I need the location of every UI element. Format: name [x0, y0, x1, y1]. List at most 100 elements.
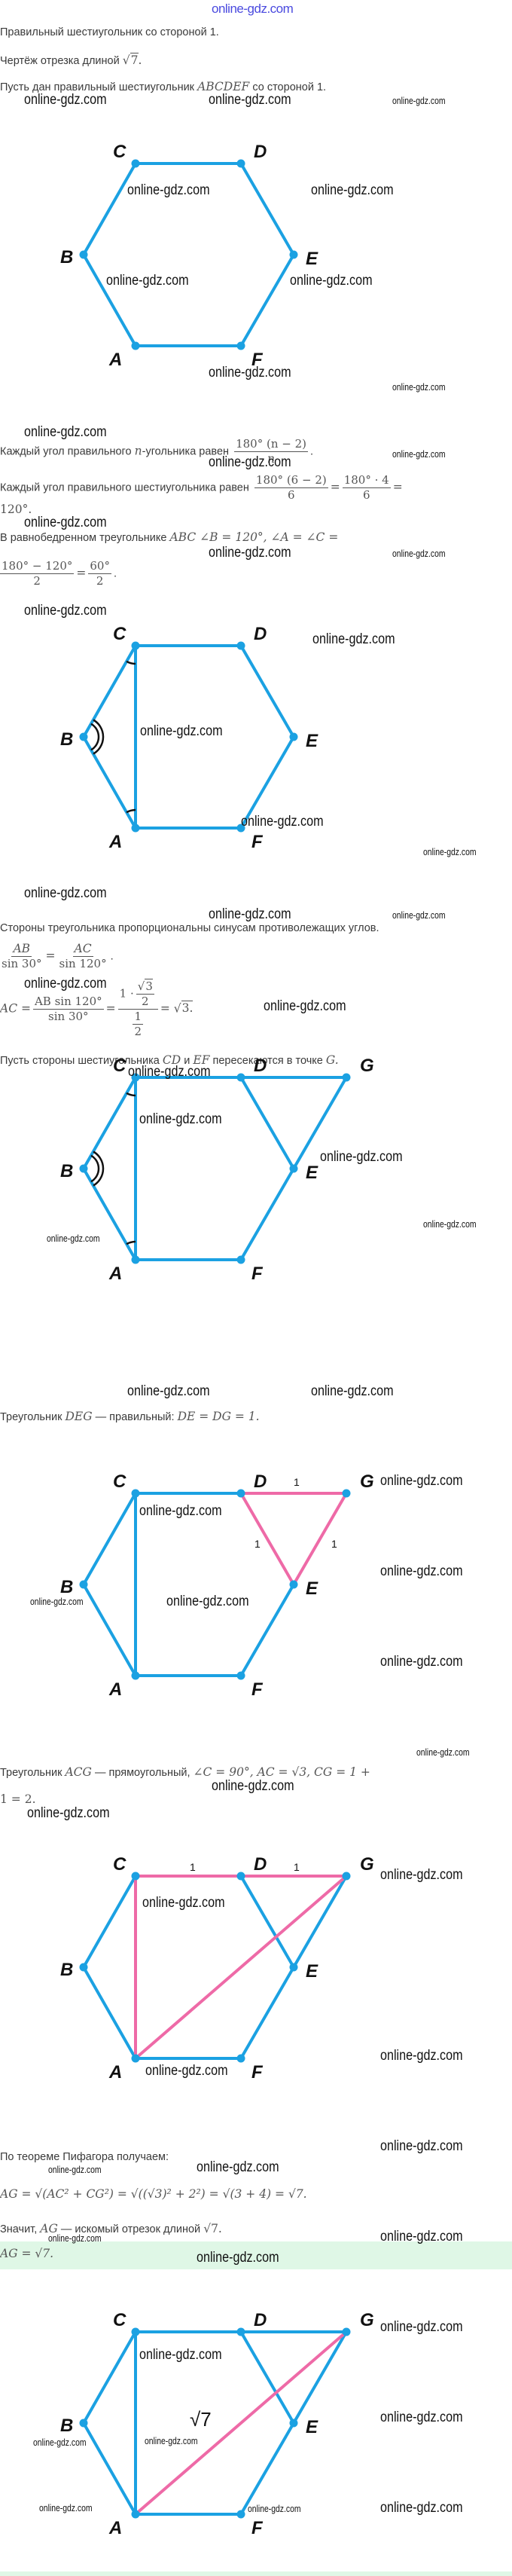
vertex-label-b: B	[60, 2416, 73, 2436]
watermark: online-gdz.com	[380, 1563, 463, 1579]
t: — правильный:	[95, 1411, 175, 1423]
t: Значит,	[0, 2223, 38, 2235]
site-logo-watermark: online-gdz.com	[212, 2, 294, 16]
vertex-label-g: G	[360, 1056, 374, 1076]
math: DEG	[65, 1410, 93, 1423]
watermark: online-gdz.com	[48, 2164, 102, 2175]
t: 1 ·	[119, 986, 134, 1001]
watermark: online-gdz.com	[209, 365, 291, 380]
watermark: online-gdz.com	[128, 1064, 211, 1080]
t: Пусть стороны шестиугольника	[0, 1055, 160, 1067]
vertex-label-c: C	[113, 2310, 126, 2330]
watermark: online-gdz.com	[140, 723, 223, 739]
denominator: 6	[288, 488, 295, 502]
math: ABCDEF	[197, 80, 250, 93]
ag-length-label: √7	[190, 2408, 212, 2431]
watermark: online-gdz.com	[312, 631, 395, 647]
vertex-b	[79, 2419, 88, 2428]
vertex-label-e: E	[306, 2417, 318, 2437]
vertex-label-b: B	[60, 1161, 73, 1181]
numerator: 180° · 4	[342, 473, 391, 488]
vertex-label-f: F	[251, 832, 264, 852]
watermark: online-gdz.com	[24, 92, 107, 108]
t: и	[184, 1055, 190, 1067]
segment-BC	[82, 1076, 137, 1170]
vertex-c	[131, 1073, 140, 1082]
math: EF	[193, 1053, 210, 1067]
watermark: online-gdz.com	[24, 515, 107, 530]
vertex-d	[236, 159, 245, 168]
result-120: 120°.	[0, 503, 32, 516]
watermark: online-gdz.com	[33, 2437, 87, 2448]
watermark: online-gdz.com	[380, 2409, 463, 2425]
vertex-label-a: A	[108, 2518, 122, 2538]
vertex-label-e: E	[306, 1163, 318, 1183]
watermark: online-gdz.com	[380, 2048, 463, 2064]
vertex-c	[131, 1872, 140, 1881]
vertex-label-a: A	[108, 1679, 122, 1700]
fraction: 180° (n − 2)n	[234, 437, 308, 466]
angle-b-arc	[90, 1154, 100, 1183]
watermark: online-gdz.com	[264, 998, 346, 1014]
watermark: online-gdz.com	[241, 814, 324, 830]
numerator: 60°	[88, 559, 111, 574]
segment-DE	[239, 1076, 295, 1170]
watermark: online-gdz.com	[380, 2229, 463, 2244]
watermark: online-gdz.com	[380, 2319, 463, 2335]
math: CD	[162, 1053, 181, 1067]
segment-EG	[292, 1076, 348, 1170]
watermark: online-gdz.com	[24, 976, 107, 992]
watermark: online-gdz.com	[392, 548, 446, 559]
watermark: online-gdz.com	[392, 448, 446, 460]
math: G.	[325, 1053, 339, 1067]
vertex-d	[236, 2327, 245, 2336]
vertex-e	[289, 2419, 298, 2428]
vertex-a	[131, 1255, 140, 1264]
vertex-label-e: E	[306, 731, 318, 751]
paragraph-intersection: Пусть стороны шестиугольника CD и EF пер…	[0, 1053, 339, 1068]
vertex-label-c: C	[113, 1471, 126, 1492]
vertex-label-a: A	[108, 832, 122, 852]
fraction: 180° − 120°2	[0, 559, 75, 588]
segment-BC	[82, 2330, 137, 2425]
vertex-label-a: A	[108, 2062, 122, 2082]
vertex-c	[131, 159, 140, 168]
angle-b-arc	[93, 719, 105, 755]
paragraph-sines: Стороны треугольника пропорциональны син…	[0, 922, 379, 934]
segment-DE	[239, 1875, 295, 1969]
denominator: 2	[96, 574, 104, 588]
paragraph-angle-6: Каждый угол правильного шестиугольника р…	[0, 473, 403, 503]
side-length-label: 1	[331, 1538, 337, 1550]
numerator: 1	[133, 1010, 144, 1025]
t: Каждый угол правильного шестиугольника р…	[0, 481, 249, 494]
segment-EF	[239, 735, 295, 830]
watermark: online-gdz.com	[311, 1383, 394, 1399]
vertex-g	[342, 2327, 351, 2336]
vertex-label-f: F	[251, 350, 264, 370]
isosceles-fraction: 180° − 120°2=60°2.	[0, 559, 117, 588]
vertex-label-e: E	[306, 1578, 318, 1599]
paragraph-deg: Треугольник DEG — правильный: DE = DG = …	[0, 1409, 260, 1425]
math: AG	[40, 2222, 58, 2235]
angle-b-arc	[90, 723, 100, 751]
vertex-f	[236, 824, 245, 833]
paragraph-acg: Треугольник ACG — прямоугольный, ∠C = 90…	[0, 1765, 370, 1780]
segment-DE	[239, 644, 295, 738]
answer-box-bottom	[0, 2571, 512, 2576]
math: ∠C = 90°, AC = √3, CG = 1 +	[193, 1765, 370, 1779]
watermark: online-gdz.com	[380, 1473, 463, 1489]
watermark: online-gdz.com	[248, 2503, 301, 2514]
watermark: online-gdz.com	[212, 1778, 294, 1794]
vertex-d	[236, 641, 245, 650]
angle-b-arc	[93, 1150, 105, 1187]
segment-BC	[82, 1875, 137, 1969]
vertex-label-d: D	[254, 1471, 267, 1492]
